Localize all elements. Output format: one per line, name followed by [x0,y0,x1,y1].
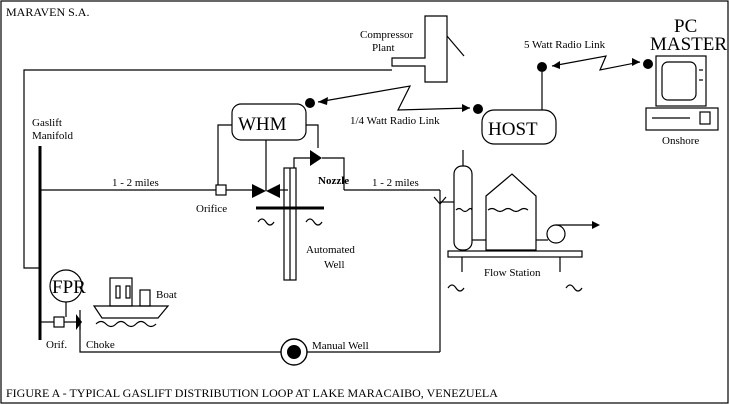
radio-link-zigzag [317,85,471,111]
tank-level [487,207,529,213]
orifice-box [215,184,227,196]
nozzle-line [293,157,310,168]
nozzle-label: Nozzle [318,175,349,187]
five-watt-radio-link: 5 Watt Radio Link [524,39,641,71]
choke-valve-icon [76,314,82,330]
pc-label-1: PC [674,16,697,37]
compressor-label-1: Compressor [360,29,414,41]
storage-tank [485,173,537,251]
wave-icon [257,218,275,226]
distance-left-label: 1 - 2 miles [112,177,159,189]
station-platform [447,250,583,258]
boat-label: Boat [156,289,177,301]
automated-label-2: Well [324,259,345,271]
choke-label: Choke [86,339,115,351]
quarter-watt-radio-link: 1/4 Watt Radio Link [317,85,471,127]
gaslift-label-2: Manifold [32,130,73,142]
gate-valve [252,140,280,198]
boat-icon: Boat [92,277,177,328]
whm-unit: WHM [217,98,319,185]
monitor-icon [655,55,707,107]
orifice-label: Orifice [196,203,227,215]
host-antenna-left-icon [473,104,483,114]
pc-label-2: MASTER [650,34,727,55]
well-outlet-line [322,157,345,190]
wave-icon [447,284,465,292]
quarter-watt-label: 1/4 Watt Radio Link [350,115,440,127]
compressor-pointer [446,35,465,57]
computer-base-icon [645,107,719,131]
manual-well-line [79,322,440,353]
host-antenna-top-icon [537,62,547,72]
manual-well: Manual Well [280,338,369,366]
automated-well: Nozzle Automated Well [256,150,355,281]
gaslift-label-1: Gaslift [32,117,62,129]
monitor-screen [661,61,697,101]
flow-station: Flow Station [447,150,600,292]
orif-box [53,316,65,328]
nozzle-icon [310,150,322,166]
host-unit: HOST [473,62,557,145]
radio-link-zigzag-5w [551,55,641,71]
compressor-plant: Compressor Plant [360,15,465,83]
manual-well-icon [287,345,301,359]
whm-orifice-signal [217,124,232,185]
automated-label-1: Automated [306,244,355,256]
pump-icon [546,224,566,244]
orif-label: Orif. [46,339,67,351]
pump-arrow-icon [592,221,600,229]
pc-antenna-icon [643,59,653,69]
fpr-station: FPR Orif. Choke [40,269,440,353]
compressor-shape [391,15,448,83]
whm-label: WHM [238,114,287,135]
fpr-label: FPR [52,277,86,298]
wave-icon [565,284,583,292]
flow-station-label: Flow Station [484,267,541,279]
liquid-level [455,207,473,213]
manual-well-label: Manual Well [312,340,369,352]
whm-antenna-icon [305,98,315,108]
gas-supply-line [23,69,392,269]
whm-box [231,103,307,141]
separator-vessel [453,165,473,251]
compressor-label-2: Plant [372,42,395,54]
onshore-label: Onshore [662,135,699,147]
pc-master: PC MASTER Onshore [643,16,727,147]
whm-nozzle-signal [306,124,319,148]
wave-icon [305,218,323,226]
host-label: HOST [488,119,538,140]
figure-caption: FIGURE A - TYPICAL GASLIFT DISTRIBUTION … [6,386,498,400]
company-title: MARAVEN S.A. [6,5,89,19]
five-watt-label: 5 Watt Radio Link [524,39,606,51]
host-box [481,109,557,145]
distance-right-label: 1 - 2 miles [372,177,419,189]
